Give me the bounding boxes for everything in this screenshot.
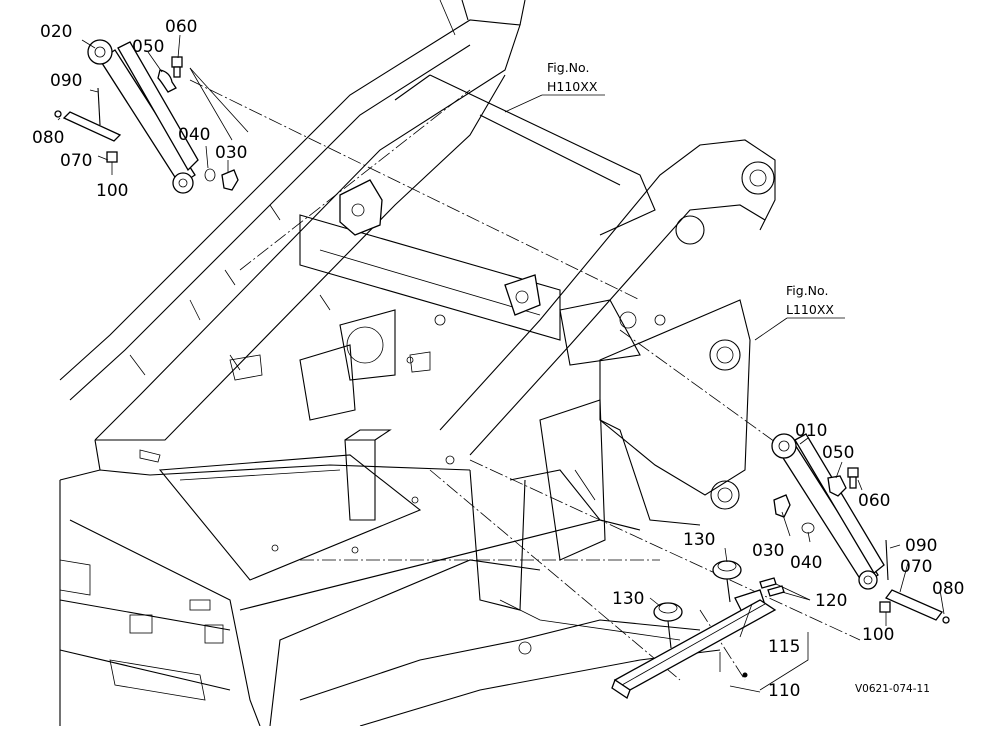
right-bolt-top xyxy=(847,467,859,489)
label-left-elbow-top: 050 xyxy=(132,37,164,57)
label-right-pin: 070 xyxy=(900,557,932,577)
right-elbow-top xyxy=(827,475,847,497)
label-right-oring: 040 xyxy=(790,553,822,573)
label-right-bolt: 090 xyxy=(905,536,937,556)
label-clips: 120 xyxy=(815,591,847,611)
left-bolt-top xyxy=(171,56,183,78)
label-knob-upper: 130 xyxy=(683,530,715,550)
right-elbow-bottom xyxy=(773,494,791,518)
fig-ref-upper-number: H110XX xyxy=(547,79,598,94)
label-right-cylinder: 010 xyxy=(795,421,827,441)
part-number-labels: 020 050 060 090 080 070 040 030 100 010 … xyxy=(32,17,964,701)
knob-upper xyxy=(712,560,742,603)
label-rail: 110 xyxy=(768,681,800,701)
right-hydraulic-cylinder xyxy=(771,433,885,590)
left-cylinder-assembly xyxy=(54,39,239,194)
fig-ref-upper-title: Fig.No. xyxy=(547,60,589,75)
right-pin xyxy=(884,589,950,624)
right-bolt xyxy=(885,539,889,581)
right-cylinder-assembly xyxy=(771,433,950,624)
label-left-oring: 040 xyxy=(178,125,210,145)
label-bracket: 115 xyxy=(768,637,800,657)
assembly-center-lines xyxy=(189,79,861,681)
right-oring xyxy=(801,522,815,534)
rail xyxy=(611,599,777,699)
label-knob-lower: 130 xyxy=(612,589,644,609)
label-right-bolt-top: 060 xyxy=(858,491,890,511)
clip-parts xyxy=(759,577,785,597)
right-cap xyxy=(879,601,891,613)
label-left-pin: 070 xyxy=(60,151,92,171)
label-right-elbow-top: 050 xyxy=(822,443,854,463)
knob-lower xyxy=(653,602,683,649)
left-hydraulic-cylinder xyxy=(87,39,199,194)
label-left-cap: 100 xyxy=(96,181,128,201)
left-oring xyxy=(204,168,216,182)
label-left-grease: 080 xyxy=(32,128,64,148)
label-right-grease: 080 xyxy=(932,579,964,599)
left-pin xyxy=(54,110,122,142)
left-elbow-top xyxy=(157,69,177,93)
drawing-code: V0621-074-11 xyxy=(855,683,930,695)
left-bolt xyxy=(97,87,101,126)
fig-ref-lower-number: L110XX xyxy=(786,302,834,317)
left-cap xyxy=(106,151,118,163)
machine-frame xyxy=(59,0,776,727)
label-left-cylinder: 020 xyxy=(40,22,72,42)
fig-ref-lower-title: Fig.No. xyxy=(786,283,828,298)
label-right-cap: 100 xyxy=(862,625,894,645)
label-left-elbow-bottom: 030 xyxy=(215,143,247,163)
label-left-bolt: 090 xyxy=(50,71,82,91)
label-left-bolt-top: 060 xyxy=(165,17,197,37)
figure-references: Fig.No. H110XX Fig.No. L110XX xyxy=(547,60,834,317)
left-elbow-bottom xyxy=(221,169,239,191)
label-right-elbow-bottom: 030 xyxy=(752,541,784,561)
leader-lines xyxy=(57,34,945,693)
